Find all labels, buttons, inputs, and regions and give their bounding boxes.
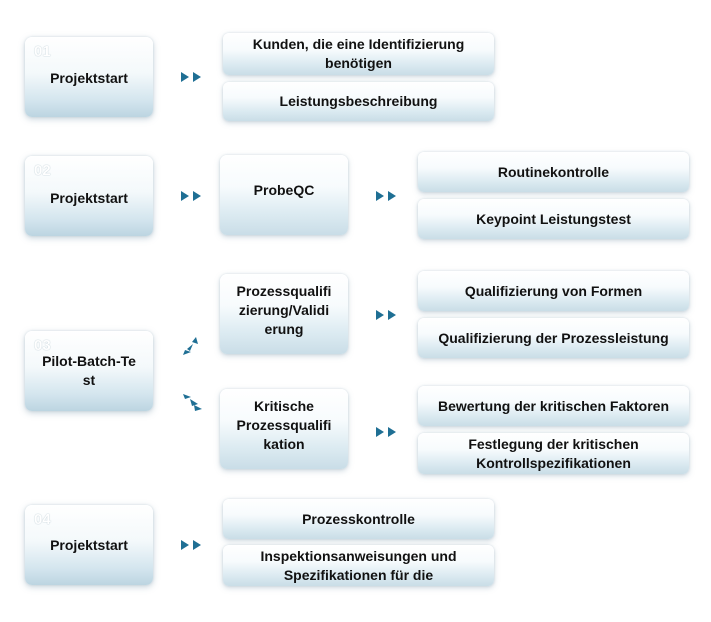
row2-item-2-text: Keypoint Leistungstest bbox=[476, 210, 631, 227]
stage-02: 02 Projektstart bbox=[25, 156, 153, 236]
row2-item-1: Routinekontrolle bbox=[418, 152, 689, 192]
row3-middle-b-text: Kritische Prozessqualifi kation bbox=[236, 397, 332, 452]
stage-label: Projektstart bbox=[50, 537, 128, 553]
row3-middle-b: Kritische Prozessqualifi kation bbox=[220, 389, 348, 469]
row1-item-1-text: Kunden, die eine Identifizierung benötig… bbox=[252, 36, 465, 71]
diagonal-arrow-up-icon bbox=[183, 337, 198, 355]
double-arrow-icon bbox=[376, 191, 396, 201]
double-arrow-icon bbox=[181, 72, 201, 82]
stage-01: 01 Projektstart bbox=[25, 37, 153, 117]
row4-item-1: Prozesskontrolle bbox=[223, 499, 494, 539]
row3-item-a1: Qualifizierung von Formen bbox=[418, 271, 689, 311]
row1-item-2: Leistungsbeschreibung bbox=[223, 82, 494, 121]
double-arrow-icon bbox=[376, 310, 396, 320]
stage-number: 03 bbox=[34, 337, 51, 354]
stage-label: Pilot-Batch-Te st bbox=[42, 353, 136, 388]
row3-item-b2: Festlegung der kritischen Kontrollspezif… bbox=[418, 433, 689, 474]
row2-item-1-text: Routinekontrolle bbox=[497, 163, 610, 180]
row4-item-1-text: Prozesskontrolle bbox=[302, 510, 415, 527]
row1-item-2-text: Leistungsbeschreibung bbox=[279, 93, 438, 109]
stage-number: 02 bbox=[34, 162, 51, 179]
row3-item-b1: Bewertung der kritischen Faktoren bbox=[418, 386, 689, 426]
diagonal-arrow-down-icon bbox=[183, 394, 202, 411]
row3-item-b1-text: Bewertung der kritischen Faktoren bbox=[437, 397, 670, 414]
row2-item-2: Keypoint Leistungstest bbox=[418, 199, 689, 239]
row4-item-2-text: Inspektionsanweisungen und Spezifikation… bbox=[260, 547, 457, 583]
stage-number: 04 bbox=[34, 511, 51, 528]
row3-item-a2: Qualifizierung der Prozessleistung bbox=[418, 318, 689, 358]
row3-item-b2-text: Festlegung der kritischen Kontrollspezif… bbox=[468, 435, 639, 471]
row2-middle-text: ProbeQC bbox=[253, 181, 315, 198]
double-arrow-icon bbox=[376, 427, 396, 437]
row3-middle-a: Prozessqualifi zierung/Validi erung bbox=[220, 274, 348, 354]
row3-item-a2-text: Qualifizierung der Prozessleistung bbox=[438, 329, 669, 346]
stage-label: Projektstart bbox=[50, 70, 128, 86]
row4-item-2: Inspektionsanweisungen und Spezifikation… bbox=[223, 545, 494, 586]
stage-03: 03 Pilot-Batch-Te st bbox=[25, 331, 153, 411]
row3-item-a1-text: Qualifizierung von Formen bbox=[464, 282, 643, 299]
stage-label: Projektstart bbox=[50, 190, 128, 206]
row3-middle-a-text: Prozessqualifi zierung/Validi erung bbox=[236, 282, 332, 337]
double-arrow-icon bbox=[181, 540, 201, 550]
row1-item-1: Kunden, die eine Identifizierung benötig… bbox=[223, 33, 494, 75]
double-arrow-icon bbox=[181, 191, 201, 201]
stage-04: 04 Projektstart bbox=[25, 505, 153, 585]
stage-number: 01 bbox=[34, 43, 51, 60]
row2-middle: ProbeQC bbox=[220, 155, 348, 235]
